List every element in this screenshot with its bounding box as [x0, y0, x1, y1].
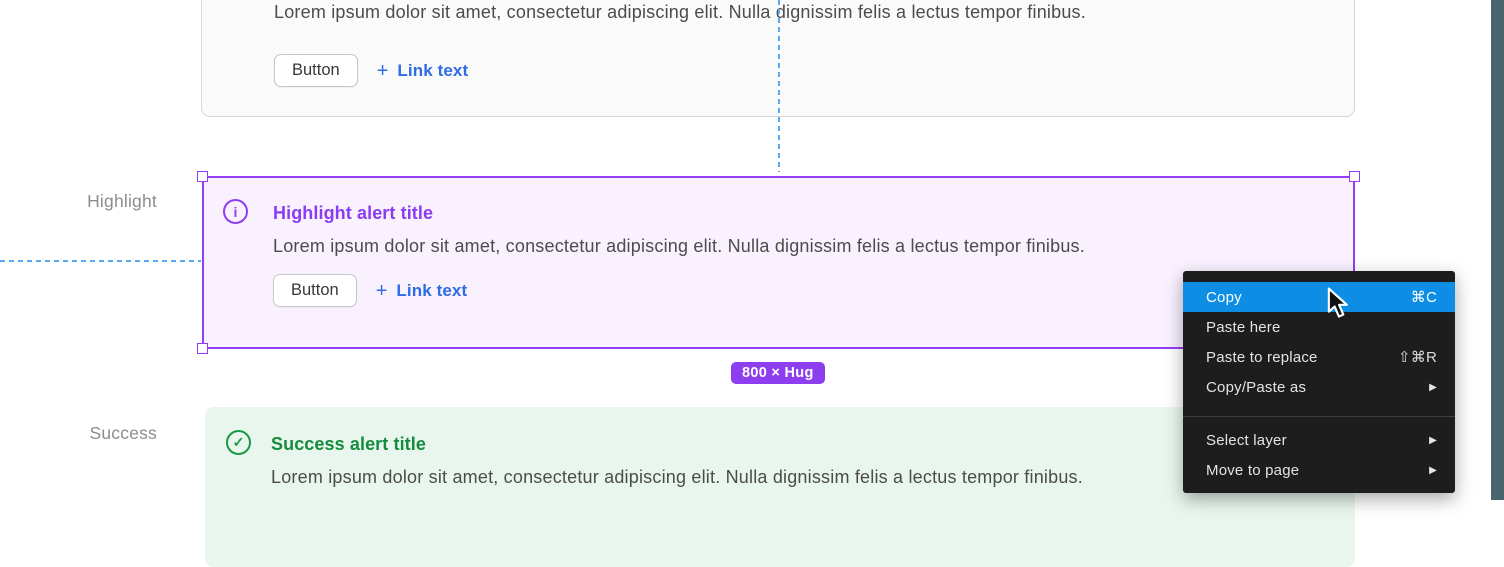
right-panel-edge: [1491, 0, 1504, 500]
selection-handle-top-left[interactable]: [197, 171, 208, 182]
menu-item-shortcut: ⌘C: [1410, 289, 1437, 306]
menu-item-label: Copy: [1206, 288, 1242, 306]
alert-button[interactable]: Button: [274, 54, 358, 87]
info-circle-icon: i: [223, 199, 248, 224]
alert-body-text: Lorem ipsum dolor sit amet, consectetur …: [273, 236, 1085, 256]
menu-item-label: Move to page: [1206, 461, 1300, 479]
success-alert-title: Success alert title: [271, 434, 426, 454]
highlight-variant-label: Highlight: [87, 191, 157, 211]
menu-item-label: Select layer: [1206, 431, 1287, 449]
highlight-alert-title: Highlight alert title: [273, 203, 434, 223]
menu-item-copy-paste-as[interactable]: Copy/Paste as ▶: [1183, 372, 1455, 402]
selection-handle-bottom-left[interactable]: [197, 343, 208, 354]
horizontal-alignment-guide: [0, 260, 201, 262]
plus-icon: +: [375, 279, 388, 302]
link-label: Link text: [396, 280, 468, 300]
alert-link[interactable]: + Link text: [376, 281, 468, 301]
menu-item-label: Paste to replace: [1206, 348, 1318, 366]
context-menu: Copy ⌘C Paste here Paste to replace ⇧⌘R …: [1183, 271, 1455, 493]
submenu-arrow-icon: ▶: [1429, 464, 1437, 476]
selection-handle-top-right[interactable]: [1349, 171, 1360, 182]
alert-body-text: Lorem ipsum dolor sit amet, consectetur …: [271, 467, 1083, 487]
mouse-cursor-icon: [1326, 287, 1350, 324]
alert-body-text: Lorem ipsum dolor sit amet, consectetur …: [274, 2, 1086, 22]
vertical-alignment-guide: [778, 0, 780, 172]
link-label: Link text: [397, 60, 469, 80]
menu-item-move-to-page[interactable]: Move to page ▶: [1183, 455, 1455, 485]
menu-item-paste-to-replace[interactable]: Paste to replace ⇧⌘R: [1183, 342, 1455, 372]
alert-button[interactable]: Button: [273, 274, 357, 307]
plus-icon: +: [376, 59, 389, 82]
highlight-alert-card[interactable]: i Highlight alert title Lorem ipsum dolo…: [197, 171, 1360, 354]
selection-size-badge: 800 × Hug: [731, 362, 825, 384]
success-variant-label: Success: [89, 423, 157, 443]
menu-item-label: Paste here: [1206, 318, 1281, 336]
submenu-arrow-icon: ▶: [1429, 381, 1437, 393]
alert-link[interactable]: + Link text: [377, 61, 469, 81]
menu-separator: [1183, 416, 1455, 417]
submenu-arrow-icon: ▶: [1429, 434, 1437, 446]
menu-item-select-layer[interactable]: Select layer ▶: [1183, 425, 1455, 455]
menu-item-label: Copy/Paste as: [1206, 378, 1307, 396]
menu-item-copy[interactable]: Copy ⌘C: [1183, 282, 1455, 312]
menu-item-shortcut: ⇧⌘R: [1397, 349, 1437, 366]
menu-item-paste-here[interactable]: Paste here: [1183, 312, 1455, 342]
check-circle-icon: ✓: [226, 430, 251, 455]
